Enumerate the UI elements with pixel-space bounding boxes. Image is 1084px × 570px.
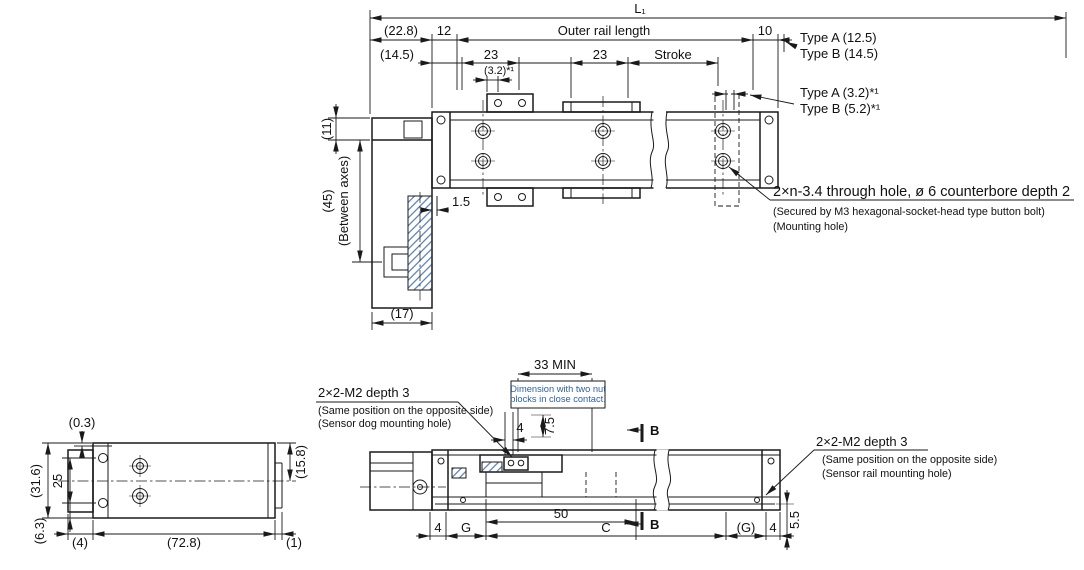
dim-L1: L₁ (634, 1, 646, 16)
top-view-geometry (371, 93, 779, 309)
sensor-rail-callout-line2: (Same position on the opposite side) (822, 454, 997, 466)
dim-50: 50 (554, 506, 568, 521)
top-view-labels: L₁ (22.8) 12 Outer rail length 10 Type A… (319, 1, 1070, 321)
top-view-dimensions (328, 10, 1074, 330)
dim-1: (1) (286, 535, 302, 550)
dim-11: (11) (319, 118, 334, 140)
dim-22-8: (22.8) (384, 23, 418, 38)
sensor-dog-callout-line3: (Sensor dog mounting hole) (318, 418, 451, 430)
nut-block-note-line2: blocks in close contact. (510, 394, 606, 404)
dim-10: 10 (758, 23, 772, 38)
dim-type-a-end: Type A (12.5) (800, 30, 877, 45)
dim-g-right: (G) (737, 520, 756, 535)
side-view: 33 MIN Dimension with two nut blocks in … (316, 357, 997, 550)
dim-31-6: (31.6) (28, 464, 43, 498)
dim-5-5: 5.5 (787, 511, 802, 529)
dim-23-second: 23 (593, 47, 607, 62)
end-view: (0.3) (31.6) 25 (6.3) (4) (72.8) (1) (15… (28, 415, 308, 550)
dim-23-first: 23 (484, 47, 498, 62)
dim-g-left: G (461, 520, 471, 535)
dim-72-8: (72.8) (167, 535, 201, 550)
sensor-rail-callout-line3: (Sensor rail mounting hole) (822, 468, 952, 480)
end-view-geometry (58, 442, 296, 519)
end-view-labels: (0.3) (31.6) 25 (6.3) (4) (72.8) (1) (15… (28, 415, 308, 550)
side-view-dimensions (316, 371, 928, 550)
top-view: L₁ (22.8) 12 Outer rail length 10 Type A… (319, 1, 1074, 330)
dim-17: (17) (390, 306, 413, 321)
dim-type-a-offset: Type A (3.2)*¹ (800, 85, 879, 100)
dim-1-5: 1.5 (452, 194, 470, 209)
dim-6-3: (6.3) (32, 518, 47, 545)
end-view-dimensions (42, 431, 296, 540)
dim-4-right: 4 (769, 520, 776, 535)
dim-4-dog: 4 (516, 420, 523, 435)
dim-45: (45) (320, 189, 335, 212)
mounting-hole-callout-line2: (Secured by M3 hexagonal-socket-head typ… (773, 206, 1045, 218)
dim-4-end-view: (4) (72, 535, 88, 550)
dim-type-b-end: Type B (14.5) (800, 46, 878, 61)
dim-4-left: 4 (434, 520, 441, 535)
mounting-hole-callout-line1: 2×n-3.4 through hole, ø 6 counterbore de… (773, 184, 1070, 200)
dim-14-5: (14.5) (380, 47, 414, 62)
dim-12: 12 (437, 23, 451, 38)
mounting-hole-callout-line3: (Mounting hole) (773, 221, 848, 233)
dim-33-min: 33 MIN (534, 357, 576, 372)
sensor-dog-callout-line1: 2×2-M2 depth 3 (318, 385, 409, 400)
label-between-axes: (Between axes) (336, 156, 351, 246)
dim-c: C (601, 520, 610, 535)
side-view-geometry (360, 424, 781, 530)
sensor-rail-callout-line1: 2×2-M2 depth 3 (816, 434, 907, 449)
section-b-label-bottom: B (650, 517, 659, 532)
sensor-dog-callout-line2: (Same position on the opposite side) (318, 405, 493, 417)
dim-7-5: 7.5 (542, 417, 557, 435)
dim-outer-rail-length: Outer rail length (558, 23, 651, 38)
section-b-label-top: B (650, 423, 659, 438)
dim-stroke: Stroke (654, 47, 692, 62)
dim-3-2: (3.2)*¹ (484, 65, 514, 77)
dim-0-3: (0.3) (69, 415, 96, 430)
dim-type-b-offset: Type B (5.2)*¹ (800, 101, 881, 116)
dim-15-8: (15.8) (293, 445, 308, 479)
dim-25: 25 (50, 474, 65, 488)
side-view-labels: 33 MIN Dimension with two nut blocks in … (318, 357, 997, 535)
nut-block-note-line1: Dimension with two nut (510, 384, 606, 394)
